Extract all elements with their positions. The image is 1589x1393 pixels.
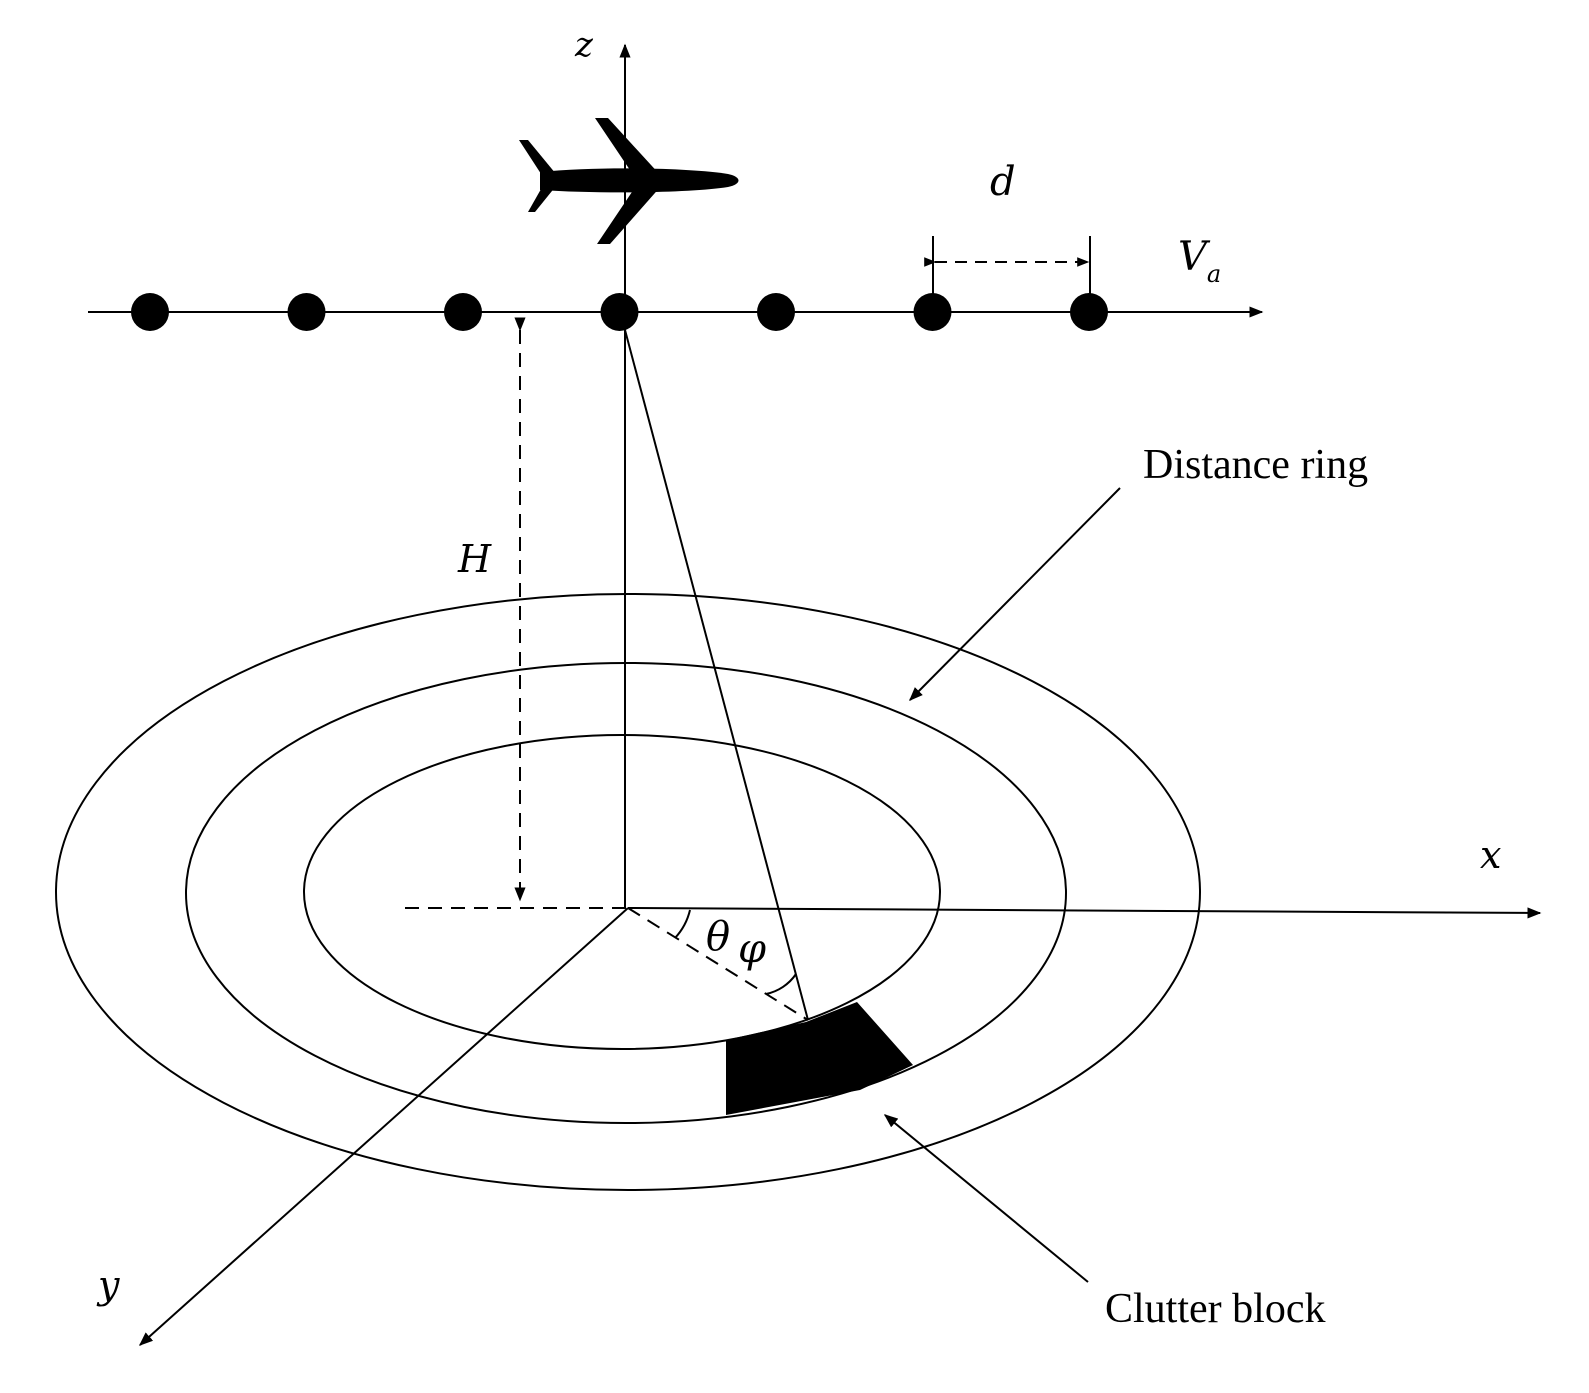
y-axis [138,907,629,1346]
x-axis [627,907,1542,919]
array-element [287,293,326,331]
velocity-symbol: V [1178,234,1211,280]
array-element [444,293,482,331]
airplane-icon [519,118,739,244]
ground-projection-dashed [627,907,809,1021]
distance-ring-label: Distance ring [1143,442,1368,488]
z-axis-label: z [574,25,594,65]
distance-ring-leader [909,487,1121,701]
y-axis-label: y [96,1263,120,1307]
slant-range-line [624,329,809,1021]
velocity-label: Va [1178,234,1221,288]
azimuth-angle-label: φ [738,926,766,972]
height-label: H [457,537,492,581]
distance-rings [55,593,1201,1191]
azimuth-angle-arc [674,909,691,939]
distance-ring-outer [55,593,1201,1191]
clutter-block-leader [883,1114,1089,1283]
distance-ring-inner [303,734,941,1050]
clutter-block-label: Clutter block [1105,1286,1325,1332]
elevation-angle-label: θ [706,914,730,960]
array-elements [131,293,1108,331]
array-element [757,293,795,331]
array-element [600,293,639,331]
elevation-angle-arc [765,973,797,995]
x-axis-label: x [1480,833,1501,877]
spacing-label: d [990,159,1016,205]
clutter-block-patch [726,1002,913,1115]
velocity-subscript: a [1207,260,1221,288]
array-element [131,293,169,331]
